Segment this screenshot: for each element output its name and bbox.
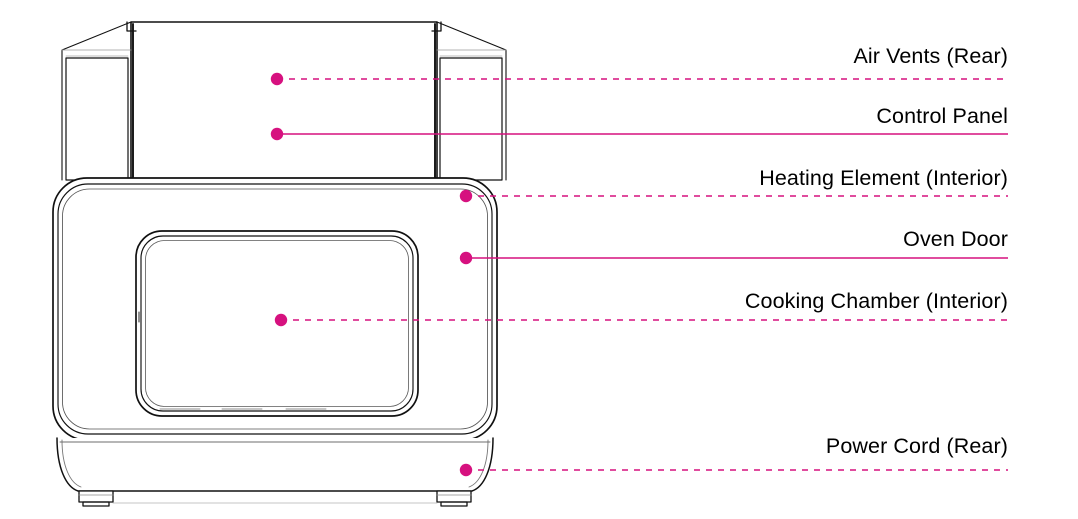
callout-dot[interactable] xyxy=(274,313,288,327)
oven-illustration xyxy=(52,21,507,507)
oven-rear-posts xyxy=(132,23,436,182)
callout-label-oven-door: Oven Door xyxy=(903,227,1008,251)
callout-leader-air-vents-rear xyxy=(270,72,1008,86)
oven-base-plinth xyxy=(56,437,494,492)
callout-label-power-cord-rear: Power Cord (Rear) xyxy=(825,434,1008,458)
callout-label-cooking-chamber-interior: Cooking Chamber (Interior) xyxy=(744,289,1008,313)
callout-dot[interactable] xyxy=(270,127,284,141)
callout-dot[interactable] xyxy=(459,251,473,265)
callout-leader-control-panel xyxy=(270,127,1008,141)
oven-body-bevel-lines xyxy=(57,183,493,435)
oven-foot-left xyxy=(78,490,114,507)
callout-leader-heating-element-interior xyxy=(459,189,1008,203)
callout-leaders xyxy=(270,72,1008,477)
oven-door-window-inner-frame xyxy=(140,235,414,412)
callout-dot[interactable] xyxy=(459,463,473,477)
callout-label-heating-element-interior: Heating Element (Interior) xyxy=(759,166,1008,190)
callout-leader-power-cord-rear xyxy=(459,463,1008,477)
oven-foot-right xyxy=(436,490,472,507)
callout-label-control-panel: Control Panel xyxy=(876,104,1008,128)
callout-label-air-vents-rear: Air Vents (Rear) xyxy=(853,44,1008,68)
callout-dot[interactable] xyxy=(459,189,473,203)
callout-leader-cooking-chamber-interior xyxy=(274,313,1008,327)
callout-leader-oven-door xyxy=(459,251,1008,265)
callout-dot[interactable] xyxy=(270,72,284,86)
